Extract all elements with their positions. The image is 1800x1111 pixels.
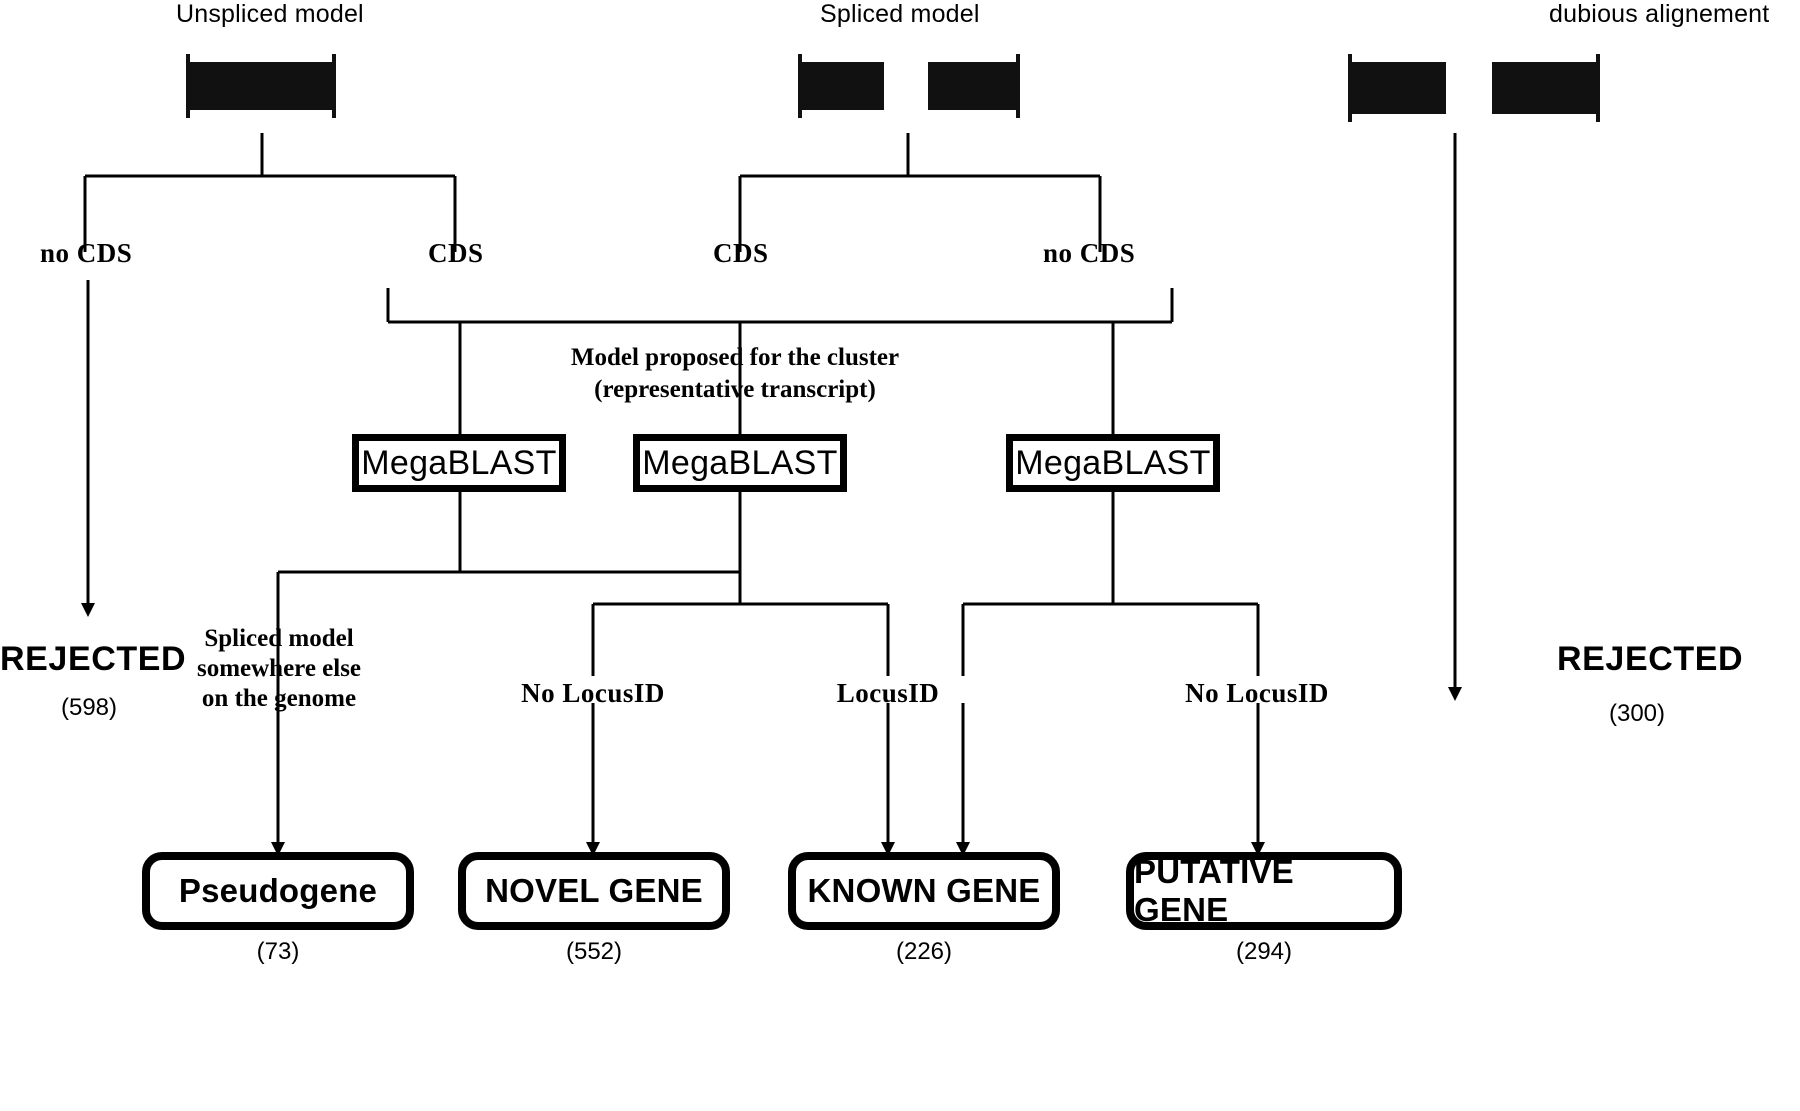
terminal-box-putative-gene[interactable]: PUTATIVE GENE (1126, 852, 1402, 930)
known-gene-count: (226) (895, 938, 953, 965)
terminal-box-pseudogene[interactable]: Pseudogene (142, 852, 414, 930)
putative-gene-label: PUTATIVE GENE (1134, 853, 1294, 928)
exon-block-1 (798, 62, 884, 110)
rejected-right-label: REJECTED (1557, 640, 1744, 678)
megablast-left-label: MegaBLAST (361, 443, 557, 482)
right-tick (1596, 54, 1600, 122)
intron-gap (884, 62, 928, 110)
megablast-right-label: MegaBLAST (1015, 443, 1211, 482)
branch-label-unspliced-no-cds: no CDS (40, 238, 133, 268)
spliced-elsewhere-line3: on the genome (201, 685, 357, 712)
outcome-no-locusid-left: No LocusID (521, 678, 665, 708)
putative-gene-count: (294) (1235, 938, 1293, 965)
terminal-box-known-gene[interactable]: KNOWN GENE (788, 852, 1060, 930)
header-unspliced-model: Unspliced model (176, 0, 364, 28)
spliced-model-glyph (798, 54, 1020, 118)
megablast-center-label: MegaBLAST (642, 443, 838, 482)
known-gene-label: KNOWN GENE (807, 872, 1041, 909)
header-spliced-model: Spliced model (820, 0, 980, 28)
exon-block-1 (1348, 62, 1446, 114)
outcome-no-locusid-right: No LocusID (1185, 678, 1329, 708)
right-tick (332, 54, 336, 118)
spliced-elsewhere-line2: somewhere else (196, 655, 362, 682)
rejected-right-count: (300) (1608, 700, 1666, 727)
outcome-locusid: LocusID (836, 678, 940, 708)
novel-gene-label: NOVEL GENE (485, 872, 703, 909)
pseudogene-label: Pseudogene (178, 872, 378, 909)
branch-label-unspliced-cds: CDS (428, 238, 484, 268)
right-tick (1016, 54, 1020, 118)
megablast-box-center[interactable]: MegaBLAST (633, 434, 847, 492)
branch-label-spliced-no-cds: no CDS (1043, 238, 1136, 268)
connector-unspliced-bracket (83, 174, 457, 252)
cluster-model-note-line2: (representative transcript) (594, 376, 876, 403)
megablast-box-right[interactable]: MegaBLAST (1006, 434, 1220, 492)
connector-spliced-bracket (738, 174, 1102, 252)
branch-label-spliced-cds: CDS (713, 238, 769, 268)
unspliced-model-glyph (186, 54, 336, 118)
spliced-elsewhere-line1: Spliced model (204, 625, 354, 652)
exon-block (186, 62, 336, 110)
left-tick (798, 54, 802, 118)
terminal-box-novel-gene[interactable]: NOVEL GENE (458, 852, 730, 930)
header-dubious-alignement: dubious alignement (1549, 0, 1770, 28)
left-tick (186, 54, 190, 118)
cluster-model-note-line1: Model proposed for the cluster (570, 344, 900, 371)
pseudogene-count: (73) (256, 938, 300, 965)
megablast-box-left[interactable]: MegaBLAST (352, 434, 566, 492)
rejected-left-label: REJECTED (0, 640, 187, 678)
rejected-left-count: (598) (60, 694, 118, 721)
intron-gap (1446, 62, 1492, 114)
left-tick (1348, 54, 1352, 122)
dubious-model-glyph (1348, 54, 1600, 122)
exon-block-2 (1492, 62, 1600, 114)
novel-gene-count: (552) (565, 938, 623, 965)
exon-block-2 (928, 62, 1020, 110)
